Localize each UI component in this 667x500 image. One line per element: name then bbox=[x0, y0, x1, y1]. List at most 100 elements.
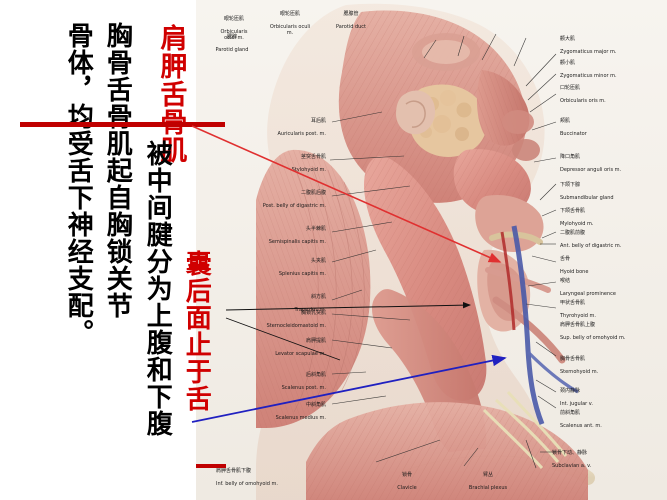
label-cn: 肩胛舌骨肌上腹 bbox=[560, 322, 596, 329]
label-scalenus-posterior: 后斜角肌 Scalenus post. m. bbox=[202, 366, 326, 391]
label-en: Laryngeal prominence bbox=[560, 290, 617, 297]
label-cn: 颈内静脉 bbox=[560, 388, 581, 395]
label-levator-scapulae: 肩胛提肌 Levator scapulae m. bbox=[202, 332, 326, 357]
slide-title: 肩胛舌骨肌 bbox=[155, 24, 187, 164]
label-cn: 头半棘肌 bbox=[305, 226, 326, 233]
label-en: Orbicularis oculi m. bbox=[220, 28, 248, 41]
label-clavicle: 锁骨 Clavicle bbox=[382, 466, 432, 491]
label-cn: 二腹肌前腹 bbox=[560, 230, 586, 237]
label-en: Mylohyoid m. bbox=[560, 220, 594, 227]
label-parotid-gland: 腮腺 Parotid gland bbox=[210, 28, 254, 53]
label-hyoid-bone: 舌骨 Hyoid bone bbox=[560, 250, 588, 275]
label-cn: 下颌下腺 bbox=[560, 182, 581, 189]
label-mylohyoid: 下颌舌骨肌 Mylohyoid m. bbox=[560, 202, 594, 227]
label-orbicularis-oculi-2: 眼轮匝肌 Orbicularis oculi m. bbox=[269, 5, 311, 36]
label-en: Zygomaticus major m. bbox=[560, 48, 617, 55]
label-subclavian-vessels: 锁骨下动、静脉 Subclavian a. v. bbox=[552, 444, 591, 469]
label-en: Sternohyoid m. bbox=[560, 368, 599, 375]
label-cn: 中斜角肌 bbox=[305, 402, 326, 409]
label-cn: 腮腺管 bbox=[343, 11, 359, 18]
label-en: Parotid duct bbox=[335, 23, 367, 30]
label-cn: 胸锁乳突肌 bbox=[300, 310, 326, 317]
label-en: Scalenus post. m. bbox=[281, 384, 326, 391]
label-en: Buccinator bbox=[560, 130, 587, 137]
label-semispinalis-capitis: 头半棘肌 Semispinalis capitis m. bbox=[202, 220, 326, 245]
label-cn: 后斜角肌 bbox=[305, 372, 326, 379]
label-en: Orbicularis oris m. bbox=[560, 97, 606, 104]
label-cn: 茎突舌骨肌 bbox=[300, 154, 326, 161]
label-cn: 颧大肌 bbox=[560, 36, 576, 43]
label-cn: 耳后肌 bbox=[310, 118, 326, 125]
label-submandibular-gland: 下颌下腺 Submandibular gland bbox=[560, 176, 614, 201]
label-en: Subclavian a. v. bbox=[552, 462, 592, 469]
label-cn: 锁骨 bbox=[401, 472, 412, 479]
label-en: Brachial plexus bbox=[468, 484, 508, 491]
label-orbicularis-oris: 口轮匝肌 Orbicularis oris m. bbox=[560, 79, 606, 104]
label-inf-belly-omohyoid: 肩胛舌骨肌下腹 Inf. belly of omohyoid m. bbox=[216, 462, 336, 487]
label-en: Ant. belly of digastric m. bbox=[560, 242, 622, 249]
label-en: Submandibular gland bbox=[560, 194, 614, 201]
body-text-column-2: 胸骨舌骨肌起自胸锁关节 bbox=[102, 22, 133, 319]
label-zygomaticus-minor: 颧小肌 Zygomaticus minor m. bbox=[560, 54, 617, 79]
label-sternocleidomastoid: 胸锁乳突肌 Sternocleidomastoid m. bbox=[202, 304, 326, 329]
label-cn: 舌骨 bbox=[560, 256, 571, 263]
label-sternohyoid: 胸骨舌骨肌 Sternohyoid m. bbox=[560, 350, 598, 375]
label-en: Splenius capitis m. bbox=[278, 270, 326, 277]
label-en: Auricularis post. m. bbox=[277, 130, 326, 137]
label-cn: 下颌舌骨肌 bbox=[560, 208, 586, 215]
body-text-column-3: 被中间腱分为上腹和下腹 bbox=[142, 140, 173, 437]
anatomy-illustration: 眼轮匝肌 Orbicularis oculi m. 眼轮匝肌 Orbicular… bbox=[196, 0, 667, 500]
label-cn: 肩胛舌骨肌下腹 bbox=[216, 468, 252, 475]
label-scalenus-medius: 中斜角肌 Scalenus medius m. bbox=[202, 396, 326, 421]
label-cn: 降口角肌 bbox=[560, 154, 581, 161]
label-cn: 肩胛提肌 bbox=[305, 338, 326, 345]
label-cn: 腮腺 bbox=[226, 34, 237, 41]
label-cn: 眼轮匝肌 bbox=[279, 11, 300, 18]
label-zygomaticus-major: 颧大肌 Zygomaticus major m. bbox=[560, 30, 617, 55]
label-en: Depressor anguli oris m. bbox=[560, 166, 622, 173]
label-stylohyoid: 茎突舌骨肌 Stylohyoid m. bbox=[206, 148, 326, 173]
label-en: Levator scapulae m. bbox=[275, 350, 326, 357]
label-cn: 甲状舌骨肌 bbox=[560, 300, 586, 307]
body-text-column-1: 骨体，均受舌下神经支配。 bbox=[63, 22, 94, 346]
label-cn: 头夹肌 bbox=[310, 258, 326, 265]
label-en: Hyoid bone bbox=[560, 268, 589, 275]
label-scalenus-anterior: 前斜角肌 Scalenus ant. m. bbox=[560, 404, 602, 429]
label-depressor-anguli-oris: 降口角肌 Depressor anguli oris m. bbox=[560, 148, 621, 173]
label-en: Semispinalis capitis m. bbox=[268, 238, 326, 245]
body-text-column-4: 囊后面止于舌 bbox=[181, 250, 212, 412]
label-en: Post. belly of digastric m. bbox=[262, 202, 326, 209]
label-en: Scalenus medius m. bbox=[275, 414, 326, 421]
label-cn: 锁骨下动、静脉 bbox=[552, 450, 588, 457]
label-splenius-capitis: 头夹肌 Splenius capitis m. bbox=[202, 252, 326, 277]
label-en: Inf. belly of omohyoid m. bbox=[216, 480, 278, 487]
label-cn: 斜方肌 bbox=[310, 294, 326, 301]
label-en: Thyrohyoid m. bbox=[560, 312, 596, 319]
label-sup-belly-omohyoid: 肩胛舌骨肌上腹 Sup. belly of omohyoid m. bbox=[560, 316, 625, 341]
title-underline bbox=[20, 122, 225, 127]
label-en: Parotid gland bbox=[215, 46, 249, 53]
label-en: Scalenus ant. m. bbox=[560, 422, 602, 429]
label-en: Int. jugular v. bbox=[560, 400, 593, 407]
label-cn: 颊肌 bbox=[560, 118, 571, 125]
label-post-belly-digastric: 二腹肌后腹 Post. belly of digastric m. bbox=[202, 184, 326, 209]
label-en: Zygomaticus minor m. bbox=[560, 72, 617, 79]
label-brachial-plexus: 臂丛 Brachial plexus bbox=[458, 466, 518, 491]
label-en: Sternocleidomastoid m. bbox=[266, 322, 326, 329]
label-cn: 口轮匝肌 bbox=[560, 85, 581, 92]
label-cn: 胸骨舌骨肌 bbox=[560, 356, 586, 363]
label-cn: 二腹肌后腹 bbox=[300, 190, 326, 197]
label-int-jugular-vein: 颈内静脉 Int. jugular v. bbox=[560, 382, 593, 407]
label-ant-belly-digastric: 二腹肌前腹 Ant. belly of digastric m. bbox=[560, 224, 621, 249]
label-parotid-duct: 腮腺管 Parotid duct bbox=[331, 5, 371, 30]
label-en: Clavicle bbox=[397, 484, 417, 491]
label-cn: 颧小肌 bbox=[560, 60, 576, 67]
label-cn: 前斜角肌 bbox=[560, 410, 581, 417]
label-en: Stylohyoid m. bbox=[291, 166, 326, 173]
label-orbicularis-oculi: 眼轮匝肌 Orbicularis oculi m. bbox=[216, 10, 252, 41]
bottom-accent-bar bbox=[196, 464, 226, 468]
label-buccinator: 颊肌 Buccinator bbox=[560, 112, 587, 137]
label-thyrohyoid: 甲状舌骨肌 Thyrohyoid m. bbox=[560, 294, 596, 319]
label-cn: 眼轮匝肌 bbox=[223, 16, 244, 23]
